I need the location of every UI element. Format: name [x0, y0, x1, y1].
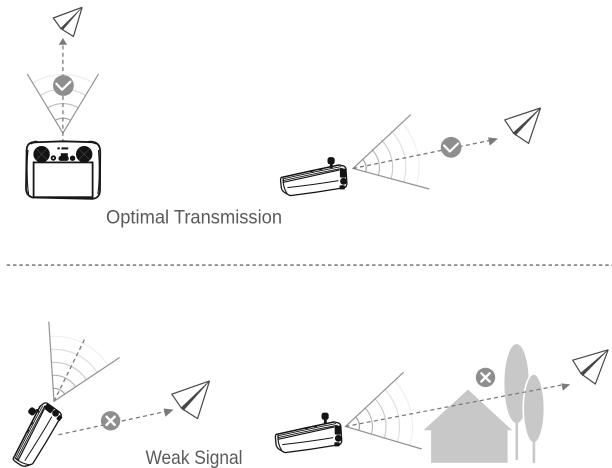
svg-text:Weak Signal: Weak Signal: [146, 447, 243, 468]
svg-text:Optimal Transmission: Optimal Transmission: [106, 207, 282, 229]
